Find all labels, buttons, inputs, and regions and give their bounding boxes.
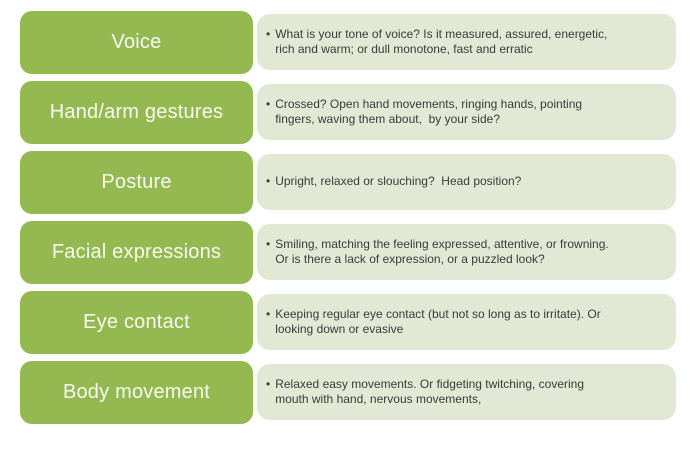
description-panel-facial-expressions: • Smiling, matching the feeling expresse… <box>257 224 676 280</box>
bullet-item: • Crossed? Open hand movements, ringing … <box>266 97 582 128</box>
bullet-item: • Relaxed easy movements. Or fidgeting t… <box>266 377 584 408</box>
bullet-icon: • <box>266 236 271 251</box>
category-label: Eye contact <box>83 311 190 333</box>
description-text: Crossed? Open hand movements, ringing ha… <box>275 96 583 127</box>
category-label-box-hand-arm-gestures: Hand/arm gestures <box>20 81 253 144</box>
category-label: Voice <box>111 31 162 53</box>
bullet-item: • What is your tone of voice? Is it meas… <box>266 27 607 58</box>
description-panel-eye-contact: • Keeping regular eye contact (but not s… <box>257 294 676 350</box>
description-panel-voice: • What is your tone of voice? Is it meas… <box>257 14 676 70</box>
description-text: What is your tone of voice? Is it measur… <box>275 26 608 57</box>
description-text: Relaxed easy movements. Or fidgeting twi… <box>275 376 585 407</box>
bullet-item: • Smiling, matching the feeling expresse… <box>266 237 609 268</box>
diagram-row-posture: Posture • Upright, relaxed or slouching?… <box>20 151 676 214</box>
category-label: Posture <box>101 171 172 193</box>
category-label-box-body-movement: Body movement <box>20 361 253 424</box>
category-label: Body movement <box>62 381 211 403</box>
diagram-row-body-movement: Body movement • Relaxed easy movements. … <box>20 361 676 424</box>
bullet-item: • Upright, relaxed or slouching? Head po… <box>266 174 521 190</box>
category-label: Hand/arm gestures <box>49 101 224 123</box>
diagram-row-facial-expressions: Facial expressions • Smiling, matching t… <box>20 221 676 284</box>
bullet-icon: • <box>266 376 271 391</box>
description-text: Keeping regular eye contact (but not so … <box>275 306 601 337</box>
description-panel-hand-arm-gestures: • Crossed? Open hand movements, ringing … <box>257 84 676 140</box>
category-label-box-voice: Voice <box>20 11 253 74</box>
bullet-icon: • <box>266 26 271 41</box>
nonverbal-communication-diagram: Voice • What is your tone of voice? Is i… <box>20 11 676 424</box>
bullet-item: • Keeping regular eye contact (but not s… <box>266 307 601 338</box>
description-panel-posture: • Upright, relaxed or slouching? Head po… <box>257 154 676 210</box>
diagram-row-eye-contact: Eye contact • Keeping regular eye contac… <box>20 291 676 354</box>
bullet-icon: • <box>266 174 271 189</box>
category-label-box-facial-expressions: Facial expressions <box>20 221 253 284</box>
category-label-box-eye-contact: Eye contact <box>20 291 253 354</box>
description-text: Upright, relaxed or slouching? Head posi… <box>275 174 522 189</box>
category-label: Facial expressions <box>51 241 222 263</box>
category-label-box-posture: Posture <box>20 151 253 214</box>
description-text: Smiling, matching the feeling expressed,… <box>275 236 609 267</box>
bullet-icon: • <box>266 96 271 111</box>
diagram-row-hand-arm-gestures: Hand/arm gestures • Crossed? Open hand m… <box>20 81 676 144</box>
bullet-icon: • <box>266 306 271 321</box>
diagram-row-voice: Voice • What is your tone of voice? Is i… <box>20 11 676 74</box>
description-panel-body-movement: • Relaxed easy movements. Or fidgeting t… <box>257 364 676 420</box>
